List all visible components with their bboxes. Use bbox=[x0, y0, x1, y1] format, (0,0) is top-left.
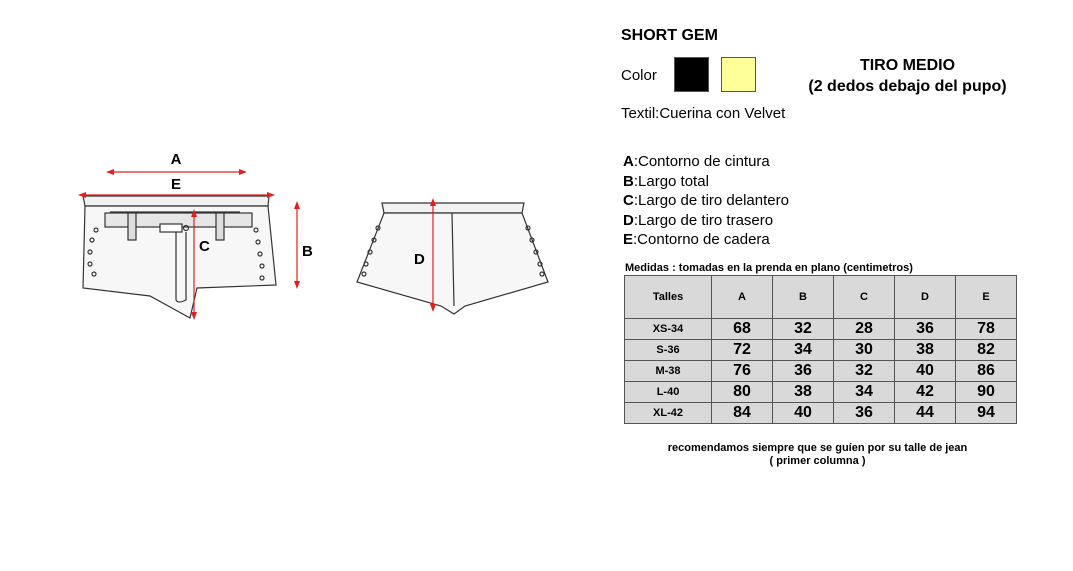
color-swatch-black bbox=[674, 57, 709, 92]
color-swatch-yellow bbox=[721, 57, 756, 92]
size-cell: M-38 bbox=[624, 360, 712, 382]
value-cell: 84 bbox=[711, 402, 773, 424]
table-header: B bbox=[772, 275, 834, 319]
note-line: recomendamos siempre que se guíen por su… bbox=[667, 442, 968, 454]
table-row: XL-42 84 40 36 44 94 bbox=[624, 402, 1017, 424]
legend-item: B:Largo total bbox=[623, 172, 709, 190]
table-header: D bbox=[894, 275, 956, 319]
table-row: M-38 76 36 32 40 86 bbox=[624, 360, 1017, 382]
value-cell: 94 bbox=[955, 402, 1017, 424]
legend-item: E:Contorno de cadera bbox=[623, 231, 770, 248]
rise-info: TIRO MEDIO (2 dedos debajo del pupo) bbox=[790, 55, 1025, 97]
front-view bbox=[82, 195, 277, 319]
rise-title: TIRO MEDIO bbox=[859, 57, 956, 74]
value-cell: 40 bbox=[772, 402, 834, 424]
value-cell: 36 bbox=[833, 402, 895, 424]
front-measure-lines bbox=[78, 169, 300, 320]
shorts-diagram: A E C B D bbox=[78, 151, 549, 320]
size-table: Talles A B C D E XS-34 68 32 28 36 78 S-… bbox=[624, 275, 1017, 424]
table-header: C bbox=[833, 275, 895, 319]
table-row: S-36 72 34 30 38 82 bbox=[624, 339, 1017, 361]
label-a: A bbox=[171, 151, 182, 168]
size-cell: S-36 bbox=[624, 339, 712, 361]
legend-item: D:Largo de tiro trasero bbox=[623, 211, 774, 229]
product-title: SHORT GEM bbox=[621, 27, 718, 44]
label-c: C bbox=[199, 238, 210, 255]
value-cell: 78 bbox=[955, 318, 1017, 340]
value-cell: 38 bbox=[772, 381, 834, 403]
value-cell: 68 bbox=[711, 318, 773, 340]
legend-item: A:Contorno de cintura bbox=[623, 153, 770, 170]
value-cell: 86 bbox=[955, 360, 1017, 382]
value-cell: 42 bbox=[894, 381, 956, 403]
value-cell: 44 bbox=[894, 402, 956, 424]
back-studs bbox=[361, 225, 545, 277]
value-cell: 76 bbox=[711, 360, 773, 382]
note-line: ( primer columna ) bbox=[769, 455, 866, 467]
table-row: XS-34 68 32 28 36 78 bbox=[624, 318, 1017, 340]
table-header: Talles bbox=[624, 275, 712, 319]
value-cell: 34 bbox=[833, 381, 895, 403]
label-b: B bbox=[302, 243, 313, 260]
value-cell: 34 bbox=[772, 339, 834, 361]
legend-item: C:Largo de tiro delantero bbox=[623, 192, 789, 209]
table-row: L-40 80 38 34 42 90 bbox=[624, 381, 1017, 403]
value-cell: 90 bbox=[955, 381, 1017, 403]
label-d: D bbox=[414, 251, 425, 268]
value-cell: 38 bbox=[894, 339, 956, 361]
back-view bbox=[356, 202, 549, 315]
value-cell: 30 bbox=[833, 339, 895, 361]
table-header-row: Talles A B C D E bbox=[624, 275, 1017, 319]
value-cell: 80 bbox=[711, 381, 773, 403]
value-cell: 72 bbox=[711, 339, 773, 361]
size-cell: L-40 bbox=[624, 381, 712, 403]
table-header: E bbox=[955, 275, 1017, 319]
size-cell: XL-42 bbox=[624, 402, 712, 424]
label-e: E bbox=[171, 176, 181, 193]
value-cell: 36 bbox=[894, 318, 956, 340]
value-cell: 40 bbox=[894, 360, 956, 382]
size-cell: XS-34 bbox=[624, 318, 712, 340]
sizing-recommendation: recomendamos siempre que se guíen por su… bbox=[640, 442, 995, 468]
front-studs bbox=[87, 227, 265, 281]
value-cell: 32 bbox=[833, 360, 895, 382]
measurements-caption: Medidas : tomadas en la prenda en plano … bbox=[625, 262, 913, 274]
value-cell: 32 bbox=[772, 318, 834, 340]
table-header: A bbox=[711, 275, 773, 319]
value-cell: 28 bbox=[833, 318, 895, 340]
textile-info: Textil:Cuerina con Velvet bbox=[621, 105, 786, 122]
rise-note: (2 dedos debajo del pupo) bbox=[808, 78, 1007, 95]
color-label: Color bbox=[621, 67, 657, 84]
value-cell: 36 bbox=[772, 360, 834, 382]
measure-legend: A:Contorno de cintura B:Largo total C:La… bbox=[623, 152, 789, 250]
value-cell: 82 bbox=[955, 339, 1017, 361]
